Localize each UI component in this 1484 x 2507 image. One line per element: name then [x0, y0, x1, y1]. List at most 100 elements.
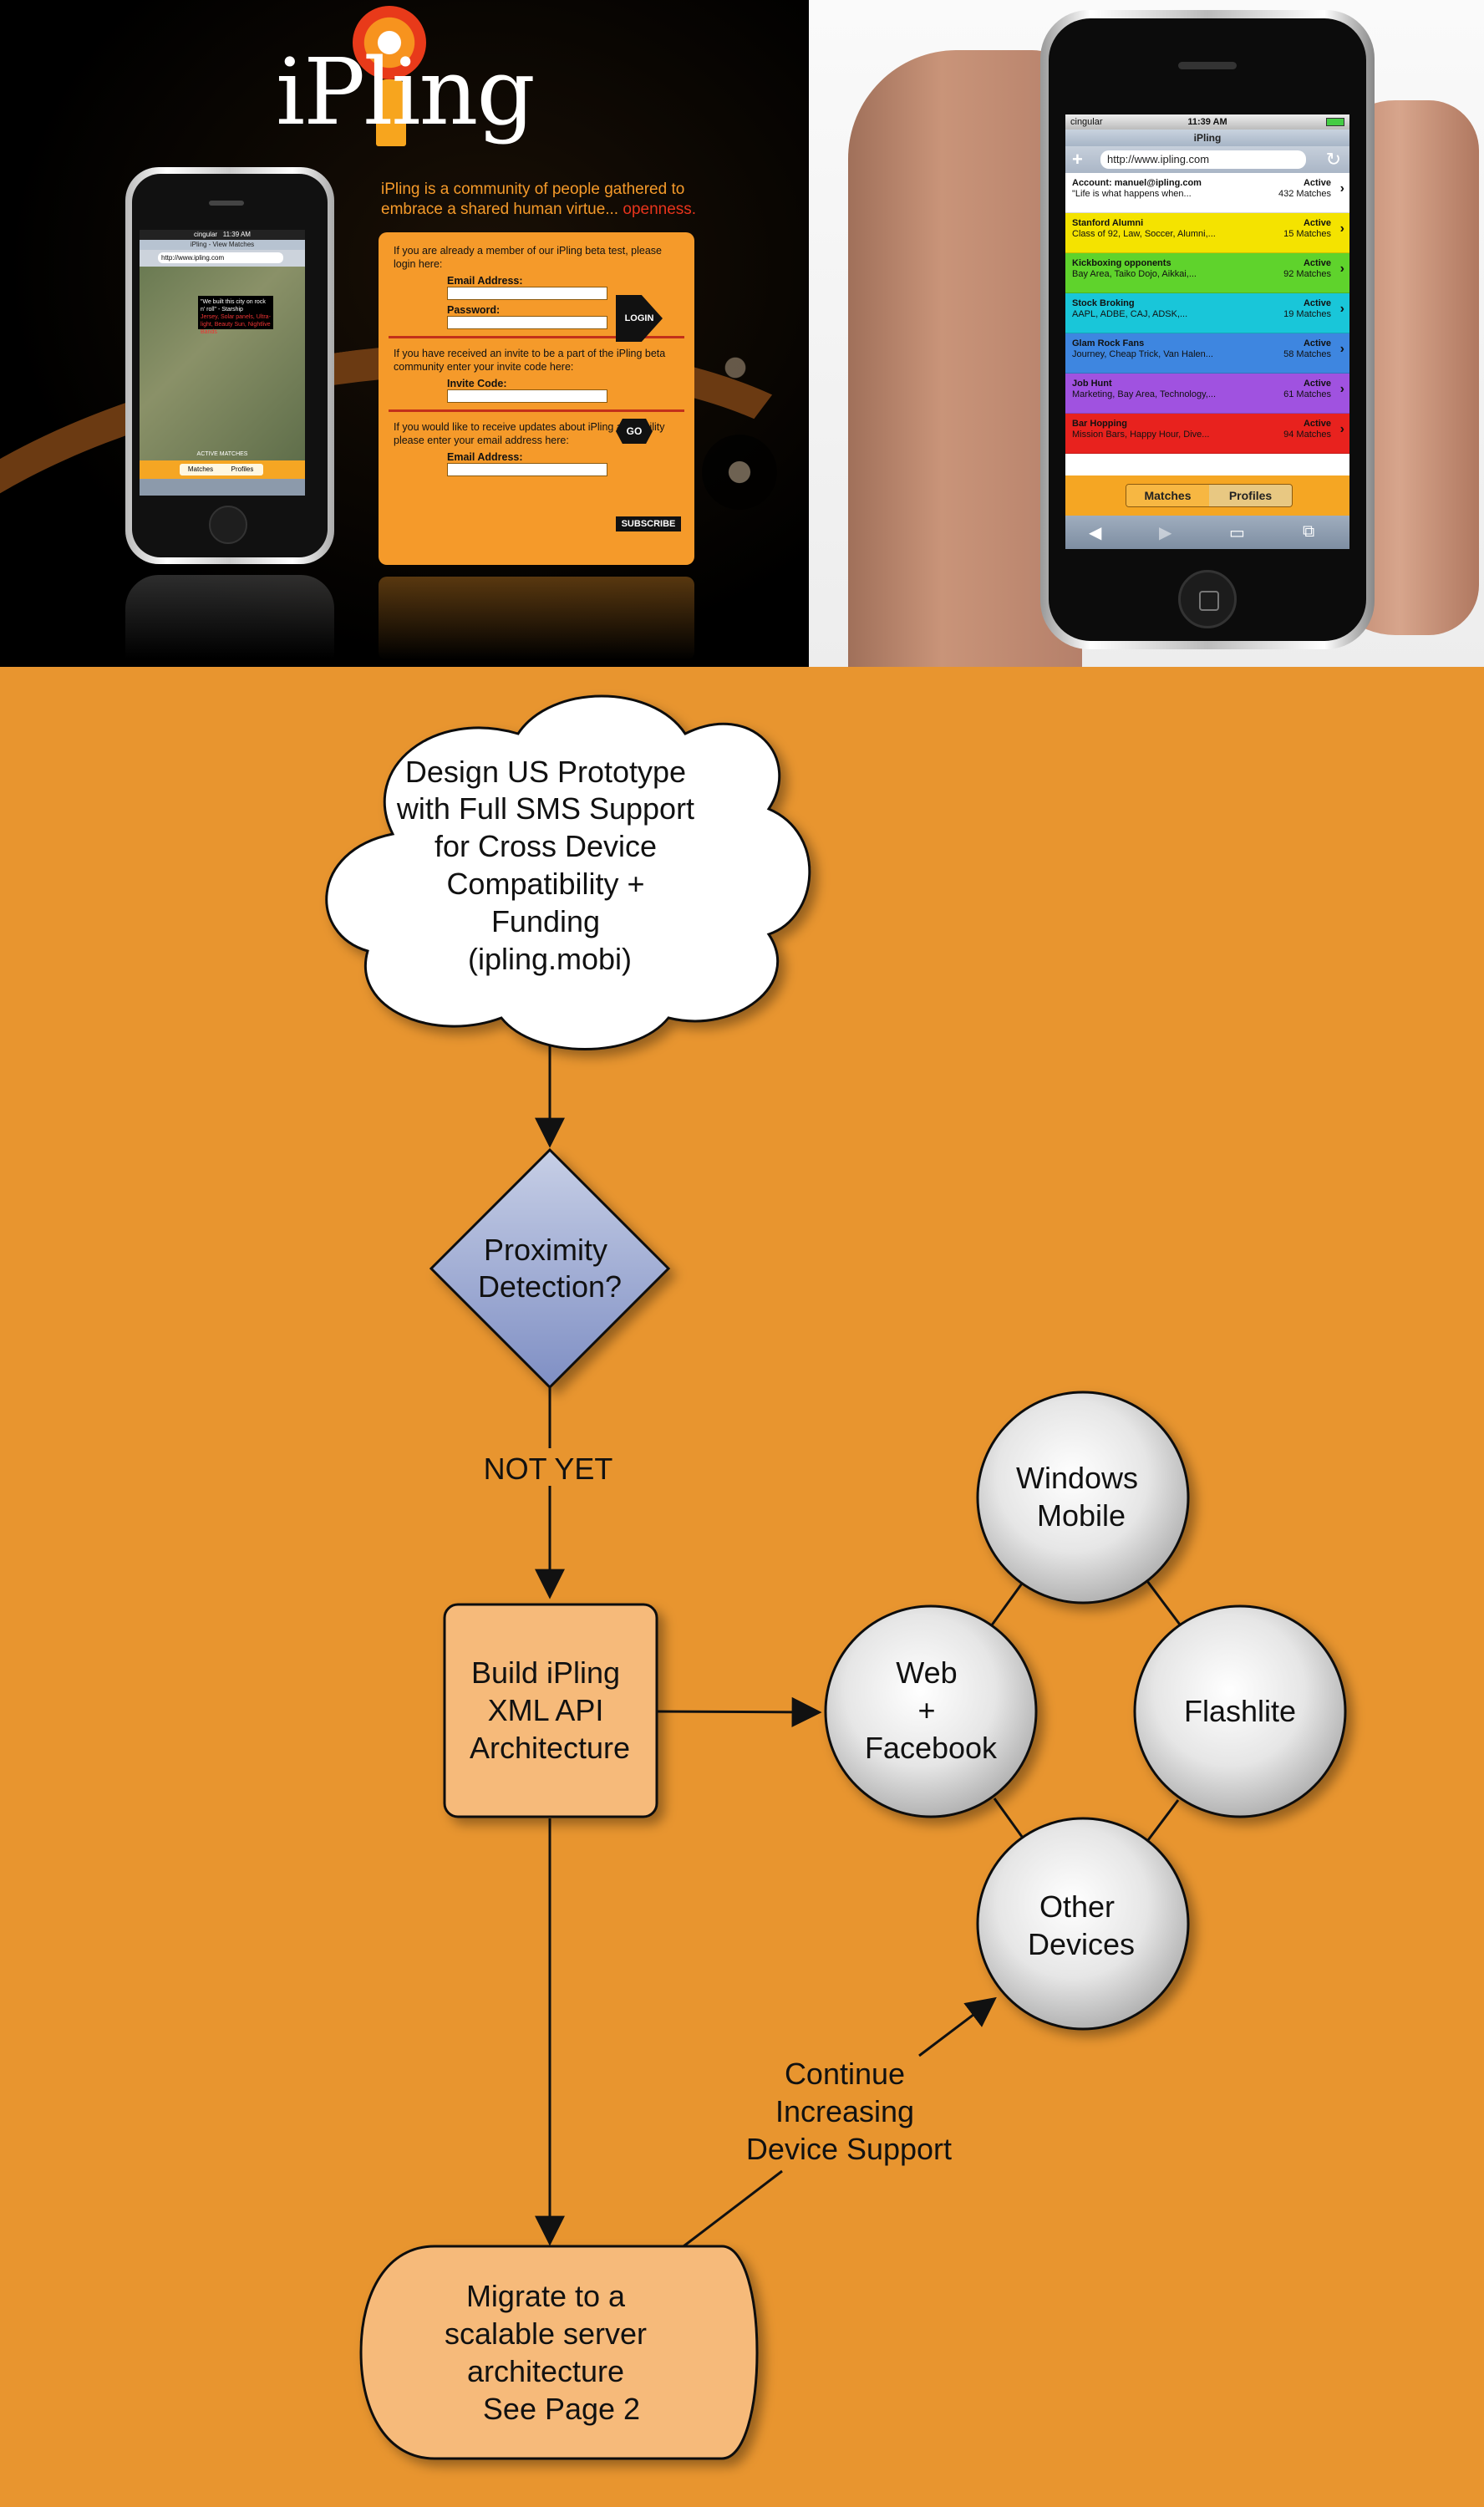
map-bubble-tags: Jersey, Solar panels, Ultra-light, Beaut…: [201, 314, 271, 335]
chevron-right-icon: ›: [1339, 422, 1344, 436]
active-matches-label: ACTIVE MATCHES: [196, 451, 248, 457]
chevron-right-icon: ›: [1339, 181, 1344, 196]
login-password-label: Password:: [447, 304, 501, 316]
web-line: Facebook: [865, 1731, 998, 1765]
cloud-line: Funding: [491, 904, 600, 938]
login-button[interactable]: LOGIN: [616, 295, 663, 342]
tab-profiles[interactable]: Profiles: [1209, 485, 1292, 506]
tagline-accent: openness.: [623, 201, 697, 218]
windows-line: Mobile: [1037, 1498, 1126, 1533]
list-item-matches: 19 Matches: [1283, 309, 1331, 319]
decorative-flower: [685, 318, 785, 418]
time-label: 11:39 AM: [222, 231, 251, 238]
bookmarks-icon[interactable]: ▭: [1229, 524, 1245, 542]
list-item-name: Bar Hopping: [1072, 419, 1127, 429]
chevron-right-icon: ›: [1339, 221, 1344, 236]
list-item-description: Bay Area, Taiko Dojo, Aikkai,...: [1072, 269, 1197, 279]
map-bubble-quote: "We built this city on rock n' roll" - S…: [201, 299, 266, 313]
list-item-status: Active: [1303, 419, 1331, 429]
list-item-name: Job Hunt: [1072, 379, 1112, 389]
build-api-text: Build iPling XML API Architecture: [470, 1655, 630, 1765]
list-item-matches: 58 Matches: [1283, 349, 1331, 359]
edge-windows-web: [989, 1577, 1028, 1627]
updates-email-input[interactable]: [447, 463, 607, 476]
other-line: Other: [1039, 1889, 1115, 1924]
url-field[interactable]: http://www.ipling.com: [158, 252, 283, 263]
add-bookmark-icon[interactable]: +: [1072, 149, 1083, 170]
home-button-icon: [209, 506, 247, 544]
url-field[interactable]: http://www.ipling.com: [1100, 150, 1306, 169]
small-phone-screen: cingular 11:39 AM iPling - View Matches …: [140, 230, 305, 496]
back-arrow-icon[interactable]: ◀: [1089, 524, 1102, 542]
status-bar: cingular 11:39 AM: [1065, 114, 1349, 130]
migrate-line: architecture: [467, 2354, 624, 2388]
logo-figure-icon: [376, 79, 406, 146]
windows-mobile-node: [976, 1391, 1190, 1604]
map-view[interactable]: "We built this city on rock n' roll" - S…: [140, 267, 305, 460]
edge-windows-flashlite: [1143, 1577, 1182, 1625]
forward-arrow-icon[interactable]: ▶: [1159, 524, 1172, 542]
list-item-name: Kickboxing opponents: [1072, 258, 1171, 268]
migrate-line: scalable server: [445, 2316, 647, 2351]
invite-code-input[interactable]: [447, 389, 607, 403]
list-item-status: Active: [1303, 338, 1331, 348]
edge-label-not-yet: NOT YET: [484, 1452, 613, 1486]
panel-divider: [389, 409, 684, 412]
pages-icon[interactable]: ⧉: [1303, 522, 1315, 541]
list-item-description: Journey, Cheap Trick, Van Halen...: [1072, 349, 1213, 359]
edge-label-continue: Continue Increasing Device Support: [746, 2057, 952, 2166]
login-email-input[interactable]: [447, 287, 607, 300]
large-phone-screen: cingular 11:39 AM iPling + http://www.ip…: [1065, 114, 1349, 549]
carrier-label: cingular: [194, 231, 218, 238]
list-item-status: Active: [1303, 218, 1331, 228]
windows-mobile-text: Windows Mobile: [1016, 1461, 1146, 1533]
build-line: Build iPling: [471, 1655, 620, 1690]
web-line: Web: [896, 1655, 957, 1690]
small-phone-title: iPling - View Matches: [140, 240, 305, 250]
speaker-icon: [209, 201, 244, 206]
list-item-name: Glam Rock Fans: [1072, 338, 1145, 348]
other-devices-text: Other Devices: [1028, 1889, 1135, 1961]
tab-matches[interactable]: Matches: [1126, 485, 1209, 506]
hero-banner: iPling iPling is a community of people g…: [0, 0, 1484, 667]
url-bar: http://www.ipling.com: [140, 250, 305, 267]
carrier-label: cingular: [1070, 117, 1103, 127]
list-item-description: AAPL, ADBE, CAJ, ADSK,...: [1072, 309, 1188, 319]
subscribe-button[interactable]: SUBSCRIBE: [616, 516, 681, 531]
migrate-server-text: Migrate to a scalable server architectur…: [445, 2279, 655, 2426]
continue-line: Continue: [785, 2057, 905, 2091]
cloud-prototype-node: [325, 694, 811, 1050]
list-item[interactable]: Account: manuel@ipling.com"Life is what …: [1065, 173, 1349, 213]
speaker-icon: [1178, 62, 1237, 69]
reload-icon[interactable]: ↻: [1325, 149, 1341, 170]
phone-reflection: [125, 575, 334, 659]
chevron-right-icon: ›: [1339, 262, 1344, 276]
list-item-name: Stock Broking: [1072, 298, 1135, 308]
build-api-node: [443, 1603, 658, 1818]
tab-matches[interactable]: Matches: [187, 465, 214, 473]
cloud-prototype-text: Design US Prototype with Full SMS Suppor…: [396, 755, 703, 976]
updates-intro: If you would like to receive updates abo…: [394, 421, 665, 446]
segmented-control: Matches Profiles: [180, 464, 263, 475]
flashlite-node: [1133, 1604, 1347, 1818]
login-password-input[interactable]: [447, 316, 607, 329]
list-item-name: Stanford Alumni: [1072, 218, 1144, 228]
status-bar: cingular 11:39 AM: [140, 230, 305, 240]
edge-build-to-web: [656, 1696, 822, 1727]
go-button[interactable]: GO: [616, 419, 653, 444]
decision-line: Proximity: [484, 1233, 607, 1267]
decision-proximity-text: Proximity Detection?: [478, 1233, 622, 1304]
build-line: XML API: [488, 1693, 604, 1727]
tab-profiles[interactable]: Profiles: [231, 465, 254, 473]
list-item-status: Active: [1303, 178, 1331, 188]
signup-panel: If you are already a member of our iPlin…: [379, 232, 694, 565]
list-item-matches: 61 Matches: [1283, 389, 1331, 399]
